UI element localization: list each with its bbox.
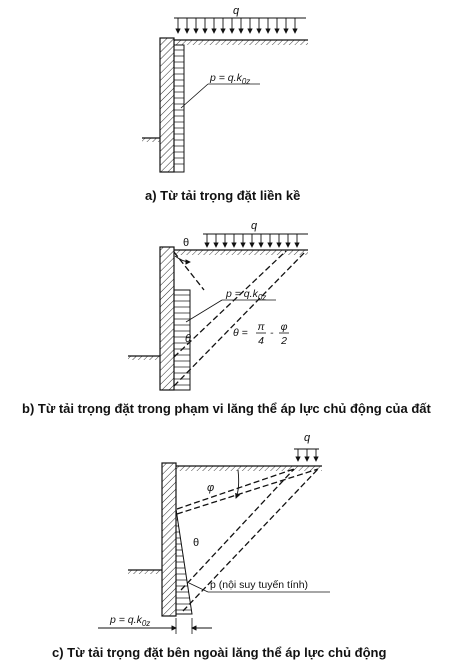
wall-c xyxy=(161,462,177,617)
svg-text:φ: φ xyxy=(281,321,288,333)
wall-a xyxy=(159,37,175,173)
theta-symbol-b2: θ xyxy=(185,333,191,345)
surcharge-load-a xyxy=(174,17,306,34)
surcharge-load-c xyxy=(294,448,319,462)
theta-symbol-b: θ xyxy=(183,237,189,249)
pressure-formula-a: p = q.k0z xyxy=(209,72,250,86)
svg-text:-: - xyxy=(270,327,274,339)
diagram-a: q p = q.k0z a) Từ tải trọng đặt liền kề xyxy=(142,5,308,203)
load-symbol-q-a: q xyxy=(233,5,240,17)
leader-line-c xyxy=(188,582,209,593)
phi-angle-arc xyxy=(235,469,241,499)
svg-text:4: 4 xyxy=(258,335,264,347)
svg-text:θ =: θ = xyxy=(233,327,248,339)
leader-line-a xyxy=(180,83,209,109)
prism-lines-b xyxy=(173,250,307,387)
caption-b: b) Từ tải trọng đặt trong phạm vi lăng t… xyxy=(22,401,432,416)
svg-text:π: π xyxy=(257,321,265,333)
pressure-diagram-c xyxy=(175,508,193,615)
load-symbol-q-b: q xyxy=(251,220,258,232)
p-linear-interpolation-note: p (nội suy tuyến tính) xyxy=(210,579,308,591)
excavation-ground-b xyxy=(128,355,160,360)
caption-a: a) Từ tải trọng đặt liền kề xyxy=(145,188,300,203)
ground-surface-c xyxy=(176,465,322,471)
phi-symbol-c: φ xyxy=(207,482,214,494)
theta-formula-b: θ = π 4 - φ 2 xyxy=(233,321,289,347)
pressure-formula-b: p = q.k0z xyxy=(225,288,266,302)
leader-line-b xyxy=(185,299,223,323)
pressure-diagram-a xyxy=(173,44,185,173)
angle-arc-b xyxy=(174,255,191,265)
surcharge-load-b xyxy=(203,233,308,248)
theta-symbol-c: θ xyxy=(193,537,199,549)
ground-surface-a xyxy=(174,39,308,45)
prism-lines-c xyxy=(176,468,319,612)
pressure-diagram-b xyxy=(173,289,191,391)
diagram-b: q θ p = q.k0z θ θ = π 4 - φ 2 b) Từ tải … xyxy=(22,220,432,416)
excavation-ground-c xyxy=(128,569,162,574)
pressure-formula-c: p = q.k0z xyxy=(109,614,150,628)
svg-text:2: 2 xyxy=(280,335,287,347)
diagram-c: q φ θ p (nội suy tuyến tính) p = q.k0z c… xyxy=(52,432,386,660)
excavation-ground-a xyxy=(142,137,160,142)
wall-b xyxy=(159,246,175,391)
pressure-dimension-c xyxy=(98,618,212,634)
load-symbol-q-c: q xyxy=(304,432,311,444)
ground-surface-b xyxy=(174,249,308,255)
caption-c: c) Từ tải trọng đặt bên ngoài lăng thể á… xyxy=(52,645,386,660)
